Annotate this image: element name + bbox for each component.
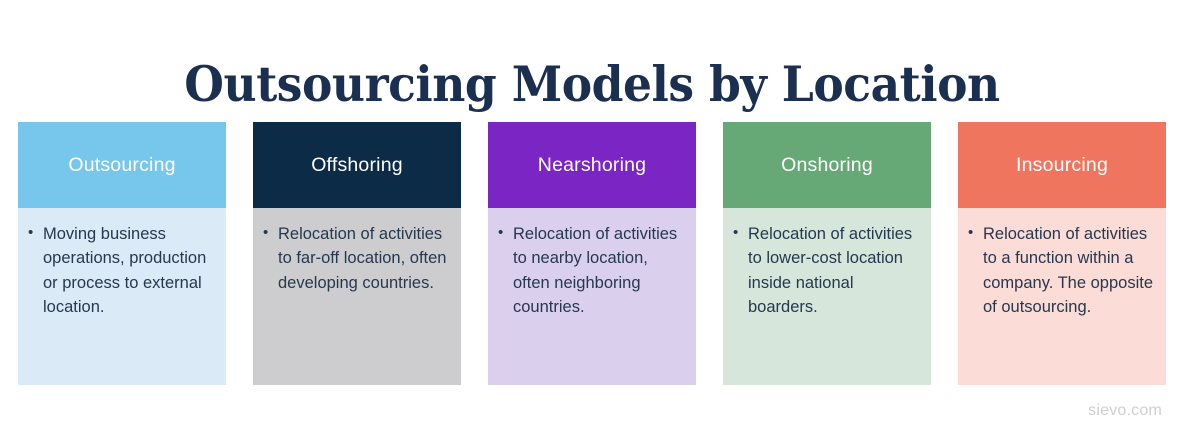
card-body-insourcing: • Relocation of activities to a function… xyxy=(958,208,1166,385)
list-item-text: Relocation of activities to a function w… xyxy=(983,225,1153,317)
list-item-text: Relocation of activities to nearby locat… xyxy=(513,225,678,317)
card-body-offshoring: • Relocation of activities to far-off lo… xyxy=(253,208,461,385)
card-header-insourcing: Insourcing xyxy=(958,122,1166,208)
card-body-outsourcing: • Moving business operations, production… xyxy=(18,208,226,385)
card-header-outsourcing: Outsourcing xyxy=(18,122,226,208)
card-header-label: Nearshoring xyxy=(537,153,647,176)
list-item: • Relocation of activities to lower-cost… xyxy=(733,222,921,320)
list-item: • Relocation of activities to far-off lo… xyxy=(263,222,451,295)
list-item-text: Relocation of activities to lower-cost l… xyxy=(748,225,913,317)
page-title: Outsourcing Models by Location xyxy=(184,54,1000,113)
card-header-label: Onshoring xyxy=(781,153,873,176)
bullet-icon: • xyxy=(498,224,504,241)
bullet-icon: • xyxy=(28,224,34,241)
model-card-insourcing: Insourcing • Relocation of activities to… xyxy=(958,122,1166,385)
card-body-nearshoring: • Relocation of activities to nearby loc… xyxy=(488,208,696,385)
model-card-outsourcing: Outsourcing • Moving business operations… xyxy=(18,122,226,385)
card-body-onshoring: • Relocation of activities to lower-cost… xyxy=(723,208,931,385)
model-card-offshoring: Offshoring • Relocation of activities to… xyxy=(253,122,461,385)
card-header-label: Outsourcing xyxy=(68,153,176,176)
card-header-nearshoring: Nearshoring xyxy=(488,122,696,208)
card-header-onshoring: Onshoring xyxy=(723,122,931,208)
footer-brand: sievo.com xyxy=(1088,402,1162,419)
list-item: • Relocation of activities to nearby loc… xyxy=(498,222,686,320)
bullet-icon: • xyxy=(733,224,739,241)
list-item-text: Moving business operations, production o… xyxy=(43,225,207,317)
bullet-icon: • xyxy=(968,224,974,241)
model-card-onshoring: Onshoring • Relocation of activities to … xyxy=(723,122,931,385)
card-header-label: Offshoring xyxy=(311,153,403,176)
card-header-label: Insourcing xyxy=(1016,153,1108,176)
list-item-text: Relocation of activities to far-off loca… xyxy=(278,225,447,292)
list-item: • Relocation of activities to a function… xyxy=(968,222,1156,320)
model-card-nearshoring: Nearshoring • Relocation of activities t… xyxy=(488,122,696,385)
list-item: • Moving business operations, production… xyxy=(28,222,216,320)
model-columns: Outsourcing • Moving business operations… xyxy=(18,122,1166,385)
card-header-offshoring: Offshoring xyxy=(253,122,461,208)
bullet-icon: • xyxy=(263,224,269,241)
